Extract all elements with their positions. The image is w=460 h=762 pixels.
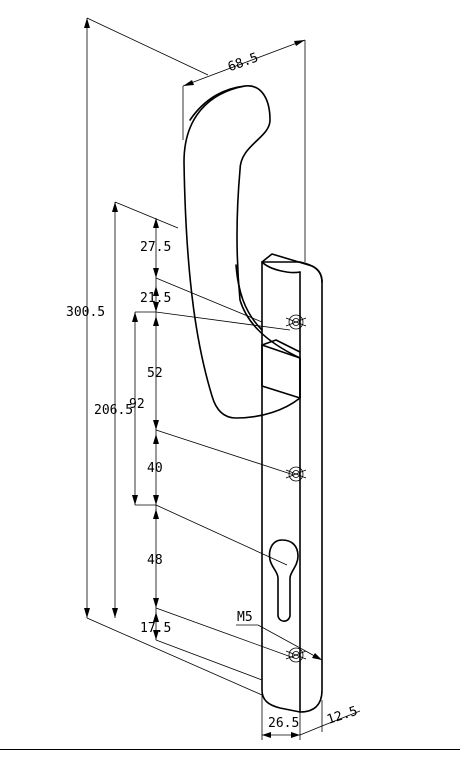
screw-icon: [285, 466, 307, 482]
ext-line: [155, 504, 288, 566]
ext-line: [114, 201, 179, 229]
label-seg-40: 40: [147, 461, 163, 476]
bottom-divider: [0, 749, 460, 750]
label-plate-depth: 12.5: [325, 704, 359, 728]
backplate-top-inner: [261, 261, 301, 274]
label-fixing-height: 206.5: [94, 403, 133, 418]
handle-object: [183, 85, 323, 713]
cylinder-cutout: [268, 539, 299, 622]
ext-line: [155, 311, 291, 331]
label-total-height: 300.5: [66, 305, 105, 320]
arrow-head: [112, 202, 118, 212]
label-seg-21-5: 21.5: [140, 291, 171, 306]
arrow-head: [112, 608, 118, 618]
label-seg-52: 52: [147, 366, 163, 381]
ext-line: [155, 429, 295, 476]
arrow-head: [84, 608, 90, 618]
dim-line-plate-depth: [321, 710, 361, 727]
ext-line: [86, 617, 263, 696]
arrow-head: [84, 18, 90, 28]
ext-line: [155, 277, 263, 323]
handle-boss-face: [261, 339, 301, 353]
ext-line: [155, 607, 295, 659]
label-thread: M5: [237, 610, 253, 625]
handle-boss: [261, 344, 301, 399]
dim-line-handle-width: [182, 39, 306, 87]
label-seg-27-5: 27.5: [140, 240, 171, 255]
arrow-head: [132, 312, 138, 322]
arrow-head: [183, 80, 194, 86]
label-plate-width: 26.5: [268, 716, 299, 731]
ext-line: [86, 17, 209, 76]
dim-line-plate-depth: [299, 725, 323, 736]
label-seg-48: 48: [147, 553, 163, 568]
label-handle-width: 68.5: [226, 50, 261, 75]
screw-icon: [285, 647, 307, 663]
arrow-head: [132, 495, 138, 505]
leader-m5: [257, 624, 323, 661]
label-seg-17-5: 17.5: [140, 621, 171, 636]
ext-line: [155, 639, 263, 681]
screw-symbols: [285, 314, 307, 663]
backplate-outline: [261, 261, 323, 713]
screw-icon: [285, 314, 307, 330]
handle-grip-outline: [183, 85, 301, 419]
backplate-top: [261, 253, 323, 283]
label-span-92: 92: [129, 397, 145, 412]
handle-inner-edge: [235, 264, 263, 331]
arrow-head: [294, 40, 305, 46]
dimension-lines: [84, 17, 361, 740]
handle-inner-edge: [189, 85, 246, 121]
